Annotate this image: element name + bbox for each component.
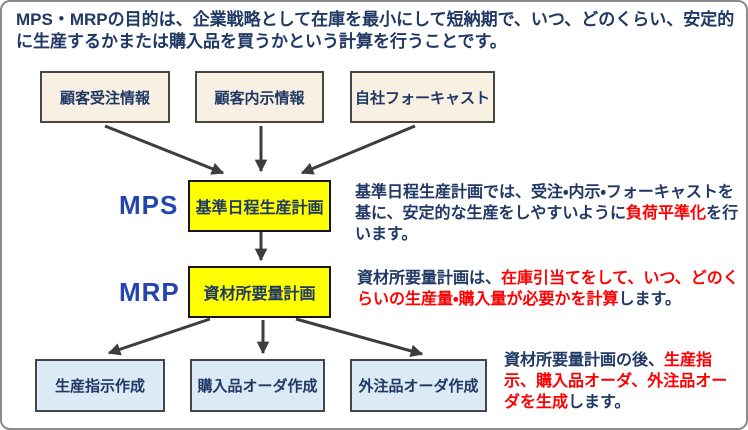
mps-description-highlight: 負荷平準化 [626, 205, 707, 222]
mrp-label: MRP [119, 277, 180, 307]
source-box-customer-order-info-label: 顧客受注情報 [59, 89, 150, 107]
source-box-customer-preliminary-info: 顧客内示情報 [195, 71, 324, 123]
source-box-customer-order-info: 顧客受注情報 [40, 71, 170, 123]
source-box-own-forecast: 自社フォーキャスト [350, 71, 495, 123]
page-title: MPS・MRPの目的は、企業戦略として在庫を最小にして短納期で、いつ、どのくらい… [16, 10, 735, 51]
mps-process-box: 基準日程生産計画 [188, 180, 331, 232]
mrp-process-box-label: 資材所要量計画 [203, 286, 316, 303]
mps-description-text-2: を行います。 [355, 205, 739, 243]
arrow-mrp-to-subcontract [295, 317, 424, 358]
mrp-process-box: 資材所要量計画 [188, 266, 331, 318]
output-box-production-instruction-label: 生産指示作成 [54, 378, 145, 395]
mrp-description-text-2: します。 [618, 291, 681, 308]
arrow-forecast-to-mps [300, 124, 416, 175]
mps-label: MPS [119, 190, 179, 220]
mps-description-text-1: 基準日程生産計画では、受注・内示・フォーキャストを基に、安定的な生産をしやすいよ… [355, 184, 734, 222]
mrp-description-highlight: 在庫引当てをして、いつ、どのくらいの生産量・購入量が必要かを計算 [357, 270, 739, 308]
mrp-description-text-1: 資材所要量計画は、 [357, 270, 502, 287]
outputs-description-highlight: 生産指示、購入品オーダ、外注品オーダを生成 [504, 352, 728, 411]
source-box-own-forecast-label: 自社フォーキャスト [354, 89, 490, 107]
source-box-customer-preliminary-info-label: 顧客内示情報 [214, 89, 305, 107]
outputs-description-text-2: します。 [568, 394, 631, 411]
output-box-production-instruction: 生産指示作成 [35, 359, 165, 412]
outputs-description: 資材所要量計画の後、生産指示、購入品オーダ、外注品オーダを生成します。 [504, 350, 742, 413]
arrow-mrp-to-production [107, 317, 211, 356]
output-box-subcontract-order-label: 外注品オーダ作成 [358, 378, 479, 395]
arrow-order-to-mps [104, 124, 225, 175]
outputs-description-text-1: 資材所要量計画の後、 [504, 352, 665, 369]
output-box-purchase-order: 購入品オーダ作成 [190, 359, 325, 412]
mps-description: 基準日程生産計画では、受注・内示・フォーキャストを基に、安定的な生産をしやすいよ… [355, 182, 746, 245]
output-box-purchase-order-label: 購入品オーダ作成 [197, 378, 318, 395]
mps-process-box-label: 基準日程生産計画 [195, 200, 324, 217]
output-box-subcontract-order: 外注品オーダ作成 [350, 359, 487, 412]
mrp-description: 資材所要量計画は、在庫引当てをして、いつ、どのくらいの生産量・購入量が必要かを計… [357, 268, 746, 310]
